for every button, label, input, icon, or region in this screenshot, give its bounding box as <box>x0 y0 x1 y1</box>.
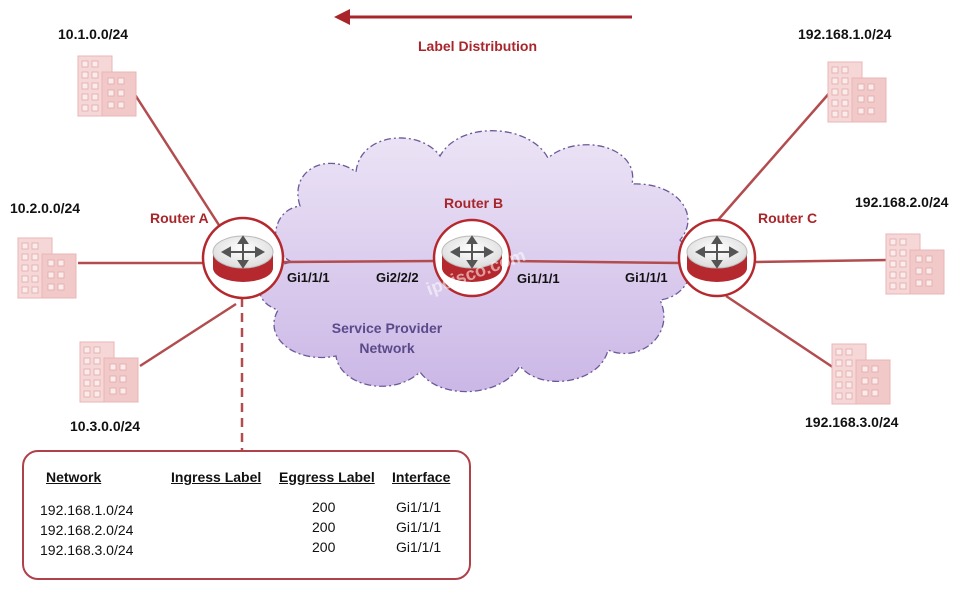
router-c-label: Router C <box>758 210 818 226</box>
interface-label-c-gi111: Gi1/1/1 <box>625 270 668 285</box>
table-cell-network: 192.168.2.0/24 <box>40 522 134 538</box>
table-header-ingress-label: Ingress Label <box>171 469 262 485</box>
interface-label-a-gi111: Gi1/1/1 <box>287 270 330 285</box>
link-a-b <box>281 259 437 264</box>
router-a-icon <box>212 235 274 283</box>
building-icon-192-3 <box>831 343 891 405</box>
table-cell-egress: 200 <box>312 519 336 535</box>
network-label-10-3: 10.3.0.0/24 <box>70 418 141 434</box>
router-a-label: Router A <box>150 210 209 226</box>
cloud-label: Service Provider Network <box>322 318 452 358</box>
table-cell-interface: Gi1/1/1 <box>396 519 442 535</box>
link-c-building3 <box>725 294 835 370</box>
router-c-icon <box>686 235 748 283</box>
network-label-10-2: 10.2.0.0/24 <box>10 200 81 216</box>
label-distribution-title: Label Distribution <box>418 38 537 54</box>
network-label-192-2: 192.168.2.0/24 <box>855 194 949 210</box>
network-label-192-1: 192.168.1.0/24 <box>798 26 892 42</box>
building-icon-10-3 <box>79 341 139 403</box>
building-icon-192-2 <box>885 233 945 295</box>
interface-label-b-gi222: Gi2/2/2 <box>376 270 419 285</box>
label-distribution-arrow <box>334 9 632 25</box>
table-header-eggress-label: Eggress Label <box>279 469 375 485</box>
table-cell-egress: 200 <box>312 539 336 555</box>
building-icon-10-1 <box>77 55 137 117</box>
table-cell-interface: Gi1/1/1 <box>396 499 442 515</box>
link-a-building3 <box>139 302 237 368</box>
link-a-building1 <box>130 89 228 237</box>
link-c-building2 <box>755 258 889 264</box>
table-cell-network: 192.168.3.0/24 <box>40 542 134 558</box>
table-cell-interface: Gi1/1/1 <box>396 539 442 555</box>
network-label-192-3: 192.168.3.0/24 <box>805 414 899 430</box>
links <box>78 89 889 370</box>
table-header-interface: Interface <box>392 469 451 485</box>
cloud-label-line2: Network <box>359 340 415 356</box>
router-b-label: Router B <box>444 195 504 211</box>
building-icon-10-2 <box>17 237 77 299</box>
table-cell-egress: 200 <box>312 499 336 515</box>
cloud-label-line1: Service Provider <box>331 320 443 336</box>
table-header-network: Network <box>46 469 102 485</box>
link-b-c <box>509 259 681 265</box>
network-label-10-1: 10.1.0.0/24 <box>58 26 129 42</box>
table-cell-network: 192.168.1.0/24 <box>40 502 134 518</box>
link-c-building1 <box>703 89 833 237</box>
label-table: Network Ingress Label Eggress Label Inte… <box>22 450 471 580</box>
interface-label-b-gi111: Gi1/1/1 <box>517 271 560 286</box>
building-icon-192-1 <box>827 61 887 123</box>
